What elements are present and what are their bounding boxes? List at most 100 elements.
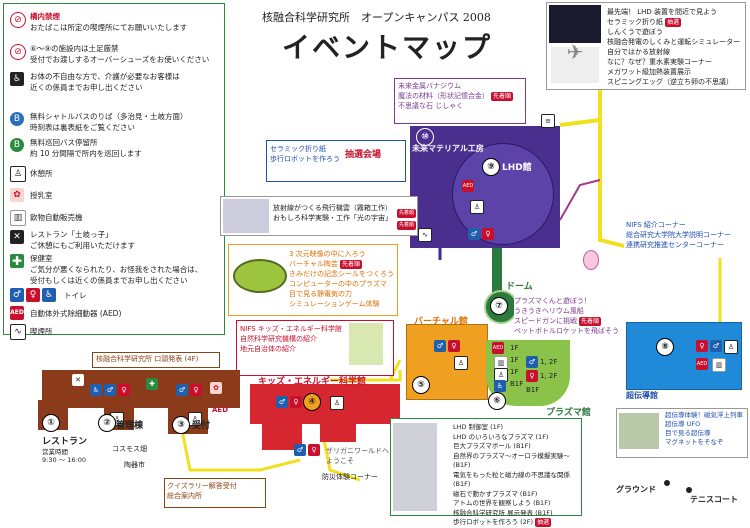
rest-icon: ♙ [470, 200, 484, 214]
disaster-experience-label: 防災体験コーナー [322, 473, 378, 481]
toilet-female-icon: ♀ [190, 384, 202, 396]
aed-icon: AED [462, 180, 474, 192]
shoe-icon: ≡ [541, 114, 555, 128]
aed-label: AED [212, 406, 229, 414]
building-7-marker: ⑦ [490, 297, 508, 315]
toilet-female-icon: ♀ [696, 340, 708, 352]
toilet-male-icon: ♂ [276, 396, 288, 408]
building-4-marker: ④ [303, 393, 321, 411]
mirai-material-box: 未来金属バナジウム 魔法の材料（形状記憶合金）先着順 不思議な石 じしゃく [394, 78, 526, 124]
smoking-icon: ∿ [418, 228, 432, 242]
lhd-photo [549, 5, 601, 43]
balloon-icon [583, 250, 599, 270]
toilet-female-icon: ♀ [118, 384, 130, 396]
tennis-marker [686, 487, 692, 493]
toilet-male-icon: ♂ [526, 356, 538, 368]
rest-icon: ♙ [724, 340, 738, 354]
cloud-chamber-photo [223, 199, 269, 233]
nursing-icon: ✿ [10, 188, 24, 202]
toilet-accessible-icon: ♿ [90, 384, 102, 396]
ground-label: グラウンド [616, 485, 656, 494]
building-9-label: LHD館 [502, 163, 532, 173]
road-yellow-top [559, 83, 602, 127]
toilet-male-icon: ♂ [434, 340, 446, 352]
first-aid-icon: ✚ [146, 378, 158, 390]
building-6-label: プラズマ館 [546, 408, 591, 418]
toilet-male-icon: ♂ [468, 228, 480, 240]
ceramic-box: セラミック折り紙 歩行ロボットを作ろう 抽選会場 [266, 140, 406, 182]
pottery-photo [233, 259, 287, 293]
kids-box: NIFS キッズ・エネルギー科学館 自然科学研究機構の紹介 地元自治体の紹介 [236, 320, 394, 376]
toilet-accessible-icon: ♿ [42, 288, 56, 302]
building-6-marker: ⑥ [488, 392, 506, 410]
building-9-marker: ⑨ [482, 158, 500, 176]
plasma-photos [393, 423, 437, 511]
nifs-corner-box: NIFS 紹介コーナー 総合研究大学院大学説明コーナー 連携研究推進センターコー… [624, 218, 750, 258]
vending-icon: ▥ [712, 358, 726, 372]
building-8-label: 超伝導館 [626, 391, 658, 400]
first-come-tag: 先着順 [397, 221, 417, 230]
no-shoes-icon: ⊘ [10, 44, 26, 60]
ground-marker [664, 480, 670, 486]
toilet-female-icon: ♀ [290, 396, 302, 408]
pottery-market-label: 陶器市 [124, 461, 145, 469]
building-2-label: 管理棟 [116, 421, 144, 431]
balloon-string [559, 179, 601, 221]
building-3-marker: ③ [172, 416, 190, 434]
toilet-female-icon: ♀ [526, 370, 538, 382]
crane-origami-icon: ✈ [551, 42, 599, 83]
legend-panel: ⊘ 構内禁煙 おたばこは所定の喫煙所にてお願いいたします ⊘ ⑥〜⑨の施設内は土… [3, 3, 225, 340]
maglev-photo [619, 413, 659, 449]
nursing-icon: ✿ [210, 382, 222, 394]
building-1-label: レストラン [42, 437, 88, 447]
lottery-venue-label: 抽選会場 [345, 150, 382, 160]
connector-corridor [492, 246, 502, 294]
toilet-accessible-icon: ♿ [494, 380, 506, 392]
virtual-events-box: 3 次元映像の中に入ろう バーチャル陶芸先着順 きみだけの記念シールをつくろう … [228, 244, 398, 316]
lhd-events-list: 最先端！ LHD 装置を間近で見よう セラミック折り紙抽選 しんくうで遊ぼう 核… [607, 8, 741, 86]
rest-icon: ♙ [188, 412, 202, 426]
building-8-marker: ⑧ [656, 338, 674, 356]
rest-icon: ♙ [454, 356, 468, 370]
building-5-marker: ⑤ [412, 376, 430, 394]
toilet-male-icon: ♂ [104, 384, 116, 396]
building-9-lhd[interactable] [452, 143, 554, 245]
plasma-kun-box: プラズマくんと遊ぼう！ うきうきヘリウム風船 スピードガンに挑戦先着順 ペットボ… [514, 296, 630, 342]
building-4-label: キッズ・エネルギー科学館 [258, 377, 367, 387]
superconductivity-box: 超伝導体験！磁気浮上列車 超伝導 UFO 目で見る超伝導 マグネットをそなぞ [616, 408, 748, 458]
first-come-tag: 先着順 [397, 209, 417, 218]
aed-icon: AED [696, 358, 708, 370]
building-10-marker: ⑩ [416, 128, 434, 146]
building-10-label: 未来マテリアル工房 [412, 144, 484, 153]
smoking-icon: ∿ [10, 324, 26, 340]
building-3-label: 受付 [192, 421, 211, 431]
toilet-male-icon: ♂ [10, 288, 24, 302]
radiation-box: 放射線がつくる飛行機雲（霧箱工作） おもしろ科学実験・工作「光の宇宙」 先着順 … [220, 196, 418, 236]
first-aid-icon: ✚ [10, 254, 24, 268]
crayfish-world-label: ザリガニワールドへ ようこそ [326, 447, 389, 465]
wheelchair-icon: ♿ [10, 72, 24, 86]
no-smoking-icon: ⊘ [10, 12, 26, 28]
toilet-male-icon: ♂ [710, 340, 722, 352]
mascot-image [349, 323, 383, 365]
rest-icon: ♙ [330, 396, 344, 410]
building-5-label: バーチャル館 [414, 317, 468, 327]
toilet-female-icon: ♀ [26, 288, 40, 302]
toilet-female-icon: ♀ [482, 228, 494, 240]
shuttle-bus-icon: B [10, 112, 24, 126]
aed-icon: AED [492, 342, 504, 354]
building-2-marker: ② [98, 414, 116, 432]
loop-bus-icon: B [10, 138, 24, 152]
cosmos-field-label: コスモス畑 [112, 445, 147, 453]
restaurant-icon: ✕ [72, 374, 84, 386]
toilet-male-icon: ♂ [294, 444, 306, 456]
toilet-female-icon: ♀ [448, 340, 460, 352]
building-8-superconductivity[interactable] [626, 322, 742, 390]
plasma-events-box: LHD 制御室 (1F) LHD のいろいろなプラズマ (1F) 巨大プラズマボ… [390, 418, 582, 527]
building-4-kids[interactable] [250, 384, 400, 424]
event-subtitle: 核融合科学研究所 オープンキャンパス 2008 [262, 11, 491, 24]
toilet-male-icon: ♂ [176, 384, 188, 396]
lhd-events-box: ✈ 最先端！ LHD 装置を間近で見よう セラミック折り紙抽選 しんくうで遊ぼう… [546, 2, 746, 90]
oral-presentation-box: 核融合科学研究所 口頭発表 (4F) [92, 352, 220, 368]
tennis-court-label: テニスコート [690, 495, 738, 504]
